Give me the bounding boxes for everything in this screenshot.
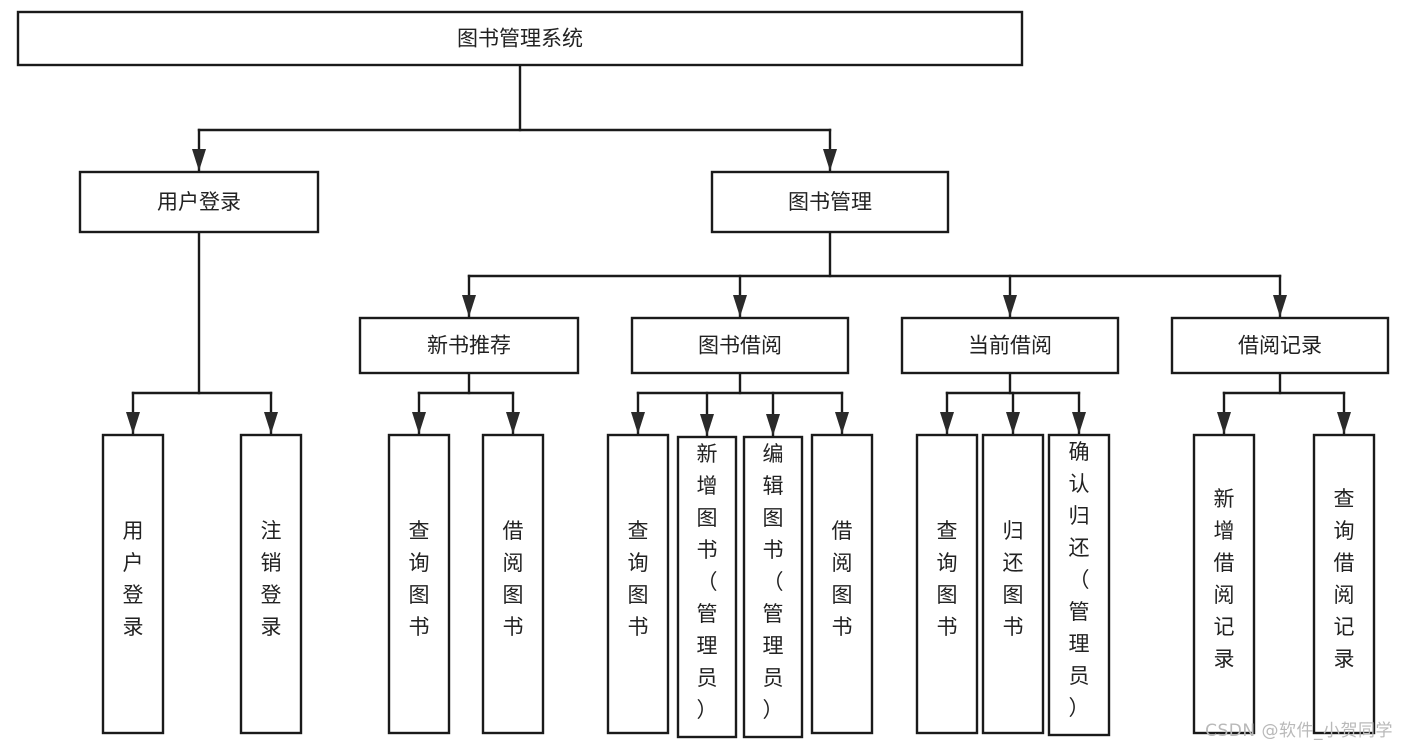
node-label: 新书推荐 <box>427 334 511 358</box>
arrow-head-icon <box>700 414 714 436</box>
node-label: 查询图书 <box>409 519 430 639</box>
node-box[interactable] <box>981 433 1045 735</box>
node-box[interactable] <box>481 433 545 735</box>
node-box[interactable] <box>1047 433 1111 737</box>
node-label: 查询图书 <box>628 519 649 639</box>
arrow-head-icon <box>1003 295 1017 317</box>
node-borrow-record[interactable]: 借阅记录 <box>1170 316 1390 375</box>
node-leaf-return-book[interactable]: 归还图书 <box>981 433 1045 735</box>
node-label: 借阅图书 <box>503 519 524 639</box>
node-leaf-logout[interactable]: 注销登录 <box>239 433 303 735</box>
node-leaf-query-book-3[interactable]: 查询图书 <box>915 433 979 735</box>
arrow-head-icon <box>462 295 476 317</box>
node-label: 用户登录 <box>123 519 144 639</box>
node-leaf-query-record[interactable]: 查询借阅记录 <box>1312 433 1376 735</box>
arrow-head-icon <box>1273 295 1287 317</box>
node-box[interactable] <box>742 435 804 739</box>
node-box[interactable] <box>1312 433 1376 735</box>
node-label: 借阅记录 <box>1238 334 1322 358</box>
arrow-head-icon <box>1217 412 1231 434</box>
arrow-head-icon <box>412 412 426 434</box>
node-new-book-recommend[interactable]: 新书推荐 <box>358 316 580 375</box>
node-label: 归还图书 <box>1003 519 1024 639</box>
arrow-head-icon <box>766 414 780 436</box>
node-box[interactable] <box>1170 316 1390 375</box>
arrow-head-icon <box>835 412 849 434</box>
arrow-head-icon <box>823 149 837 171</box>
node-label: 借阅图书 <box>832 519 853 639</box>
node-leaf-user-login[interactable]: 用户登录 <box>101 433 165 735</box>
node-leaf-edit-book[interactable]: 编辑图书（管理员） <box>742 435 804 739</box>
node-leaf-query-book-1[interactable]: 查询图书 <box>387 433 451 735</box>
node-label: 图书管理系统 <box>457 27 583 51</box>
node-label: 确认归还（管理员） <box>1069 440 1090 720</box>
node-box[interactable] <box>676 435 738 739</box>
arrow-head-icon <box>1006 412 1020 434</box>
connector-layer <box>126 63 1351 438</box>
node-box[interactable] <box>915 433 979 735</box>
node-box[interactable] <box>1192 433 1256 735</box>
node-book-borrow[interactable]: 图书借阅 <box>630 316 850 375</box>
node-current-borrow[interactable]: 当前借阅 <box>900 316 1120 375</box>
node-box[interactable] <box>16 10 1024 67</box>
node-label: 新增借阅记录 <box>1214 487 1235 671</box>
node-label: 新增图书（管理员） <box>697 442 718 722</box>
node-label: 图书管理 <box>788 190 872 214</box>
node-leaf-borrow-book-1[interactable]: 借阅图书 <box>481 433 545 735</box>
node-box[interactable] <box>710 170 950 234</box>
arrow-head-icon <box>1072 412 1086 434</box>
node-label: 注销登录 <box>261 519 282 639</box>
arrow-head-icon <box>940 412 954 434</box>
node-box[interactable] <box>239 433 303 735</box>
node-label: 当前借阅 <box>968 334 1052 358</box>
arrow-head-icon <box>192 149 206 171</box>
node-label: 查询借阅记录 <box>1334 487 1355 671</box>
arrow-head-icon <box>733 295 747 317</box>
node-user-login[interactable]: 用户登录 <box>78 170 320 234</box>
node-leaf-borrow-book-2[interactable]: 借阅图书 <box>810 433 874 735</box>
node-box[interactable] <box>900 316 1120 375</box>
arrow-head-icon <box>506 412 520 434</box>
node-box[interactable] <box>101 433 165 735</box>
node-leaf-query-book-2[interactable]: 查询图书 <box>606 433 670 735</box>
node-root[interactable]: 图书管理系统 <box>16 10 1024 67</box>
node-leaf-add-record[interactable]: 新增借阅记录 <box>1192 433 1256 735</box>
node-leaf-add-book[interactable]: 新增图书（管理员） <box>676 435 738 739</box>
arrow-head-icon <box>126 412 140 434</box>
node-box[interactable] <box>810 433 874 735</box>
node-box[interactable] <box>78 170 320 234</box>
node-label: 图书借阅 <box>698 334 782 358</box>
arrow-head-icon <box>1337 412 1351 434</box>
arrow-head-icon <box>631 412 645 434</box>
arrow-head-icon <box>264 412 278 434</box>
node-label: 编辑图书（管理员） <box>763 442 784 722</box>
node-label: 查询图书 <box>937 519 958 639</box>
node-box[interactable] <box>606 433 670 735</box>
node-leaf-confirm-return[interactable]: 确认归还（管理员） <box>1047 433 1111 737</box>
node-box[interactable] <box>358 316 580 375</box>
node-layer: 图书管理系统用户登录图书管理新书推荐图书借阅当前借阅借阅记录用户登录注销登录查询… <box>16 10 1390 739</box>
node-box[interactable] <box>630 316 850 375</box>
node-book-manage[interactable]: 图书管理 <box>710 170 950 234</box>
node-label: 用户登录 <box>157 190 241 214</box>
node-box[interactable] <box>387 433 451 735</box>
